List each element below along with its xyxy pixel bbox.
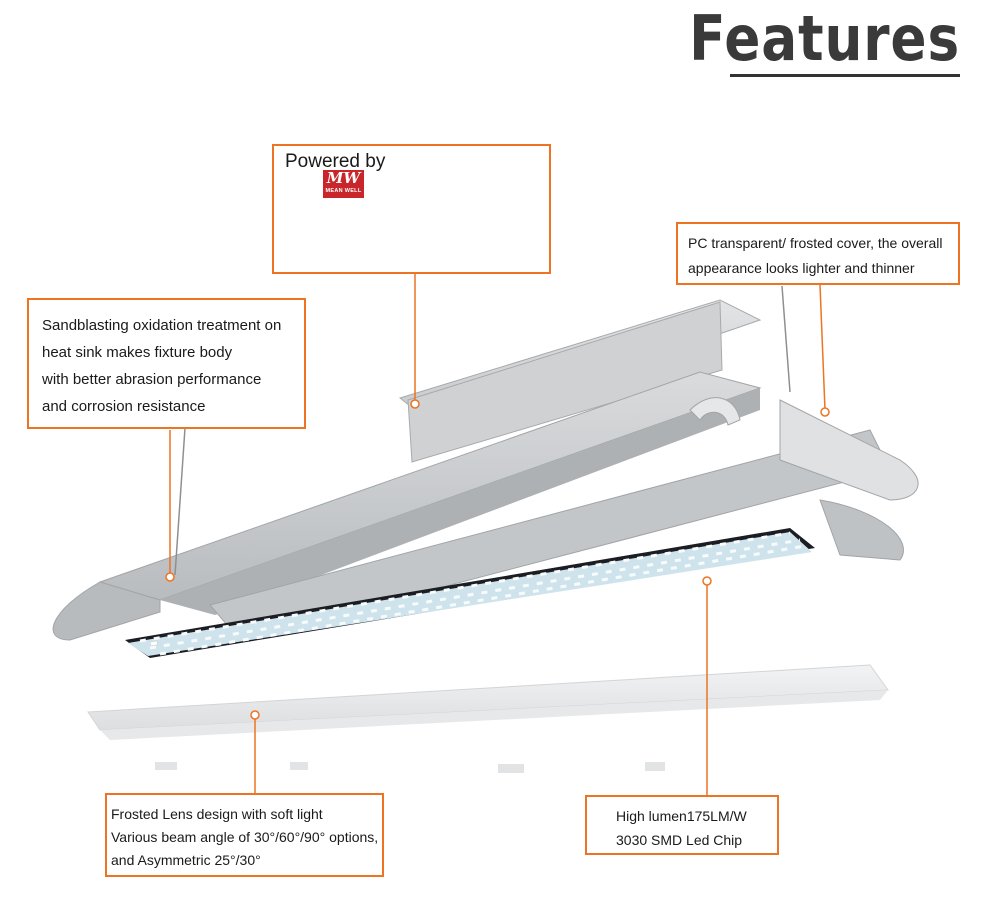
callout-sandblasting: Sandblasting oxidation treatment on heat… [27, 298, 306, 429]
page-title: Features [689, 2, 960, 75]
pointer-dot [702, 576, 712, 586]
callout-pc-cover: PC transparent/ frosted cover, the overa… [676, 222, 960, 285]
led-board [125, 528, 815, 658]
powered-by-label: Powered by [285, 151, 386, 172]
callout-text-line: appearance looks lighter and thinner [688, 260, 915, 276]
callout-frosted-lens: Frosted Lens design with soft light Vari… [105, 793, 384, 877]
callout-led-chip: High lumen175LM/W 3030 SMD Led Chip [585, 795, 779, 855]
callout-text-line: and Asymmetric 25°/30° [111, 852, 261, 868]
pointer-dot [820, 407, 830, 417]
heat-sink-body [52, 299, 919, 641]
mean-well-logo: MW MEAN WELL [323, 170, 364, 198]
callout-text-line: heat sink makes fixture body [42, 344, 233, 361]
callout-text-line: 3030 SMD Led Chip [616, 832, 743, 848]
callout-text-line: Frosted Lens design with soft light [111, 806, 323, 822]
callout-text-line: Various beam angle of 30°/60°/90° option… [111, 829, 379, 845]
pointer-dot [250, 710, 260, 720]
callout-text-line: and corrosion resistance [42, 398, 206, 415]
callout-text-line: Sandblasting oxidation treatment on [42, 317, 282, 334]
title-underline [730, 74, 960, 77]
callout-text-line: PC transparent/ frosted cover, the overa… [688, 235, 943, 251]
pointer-dot [410, 399, 420, 409]
callout-text-line: High lumen175LM/W [616, 808, 747, 824]
callout-text-line: with better abrasion performance [42, 371, 262, 388]
callout-powered-by: Powered by [272, 144, 551, 274]
frosted-lens [87, 664, 889, 773]
pointer-dot [165, 572, 175, 582]
